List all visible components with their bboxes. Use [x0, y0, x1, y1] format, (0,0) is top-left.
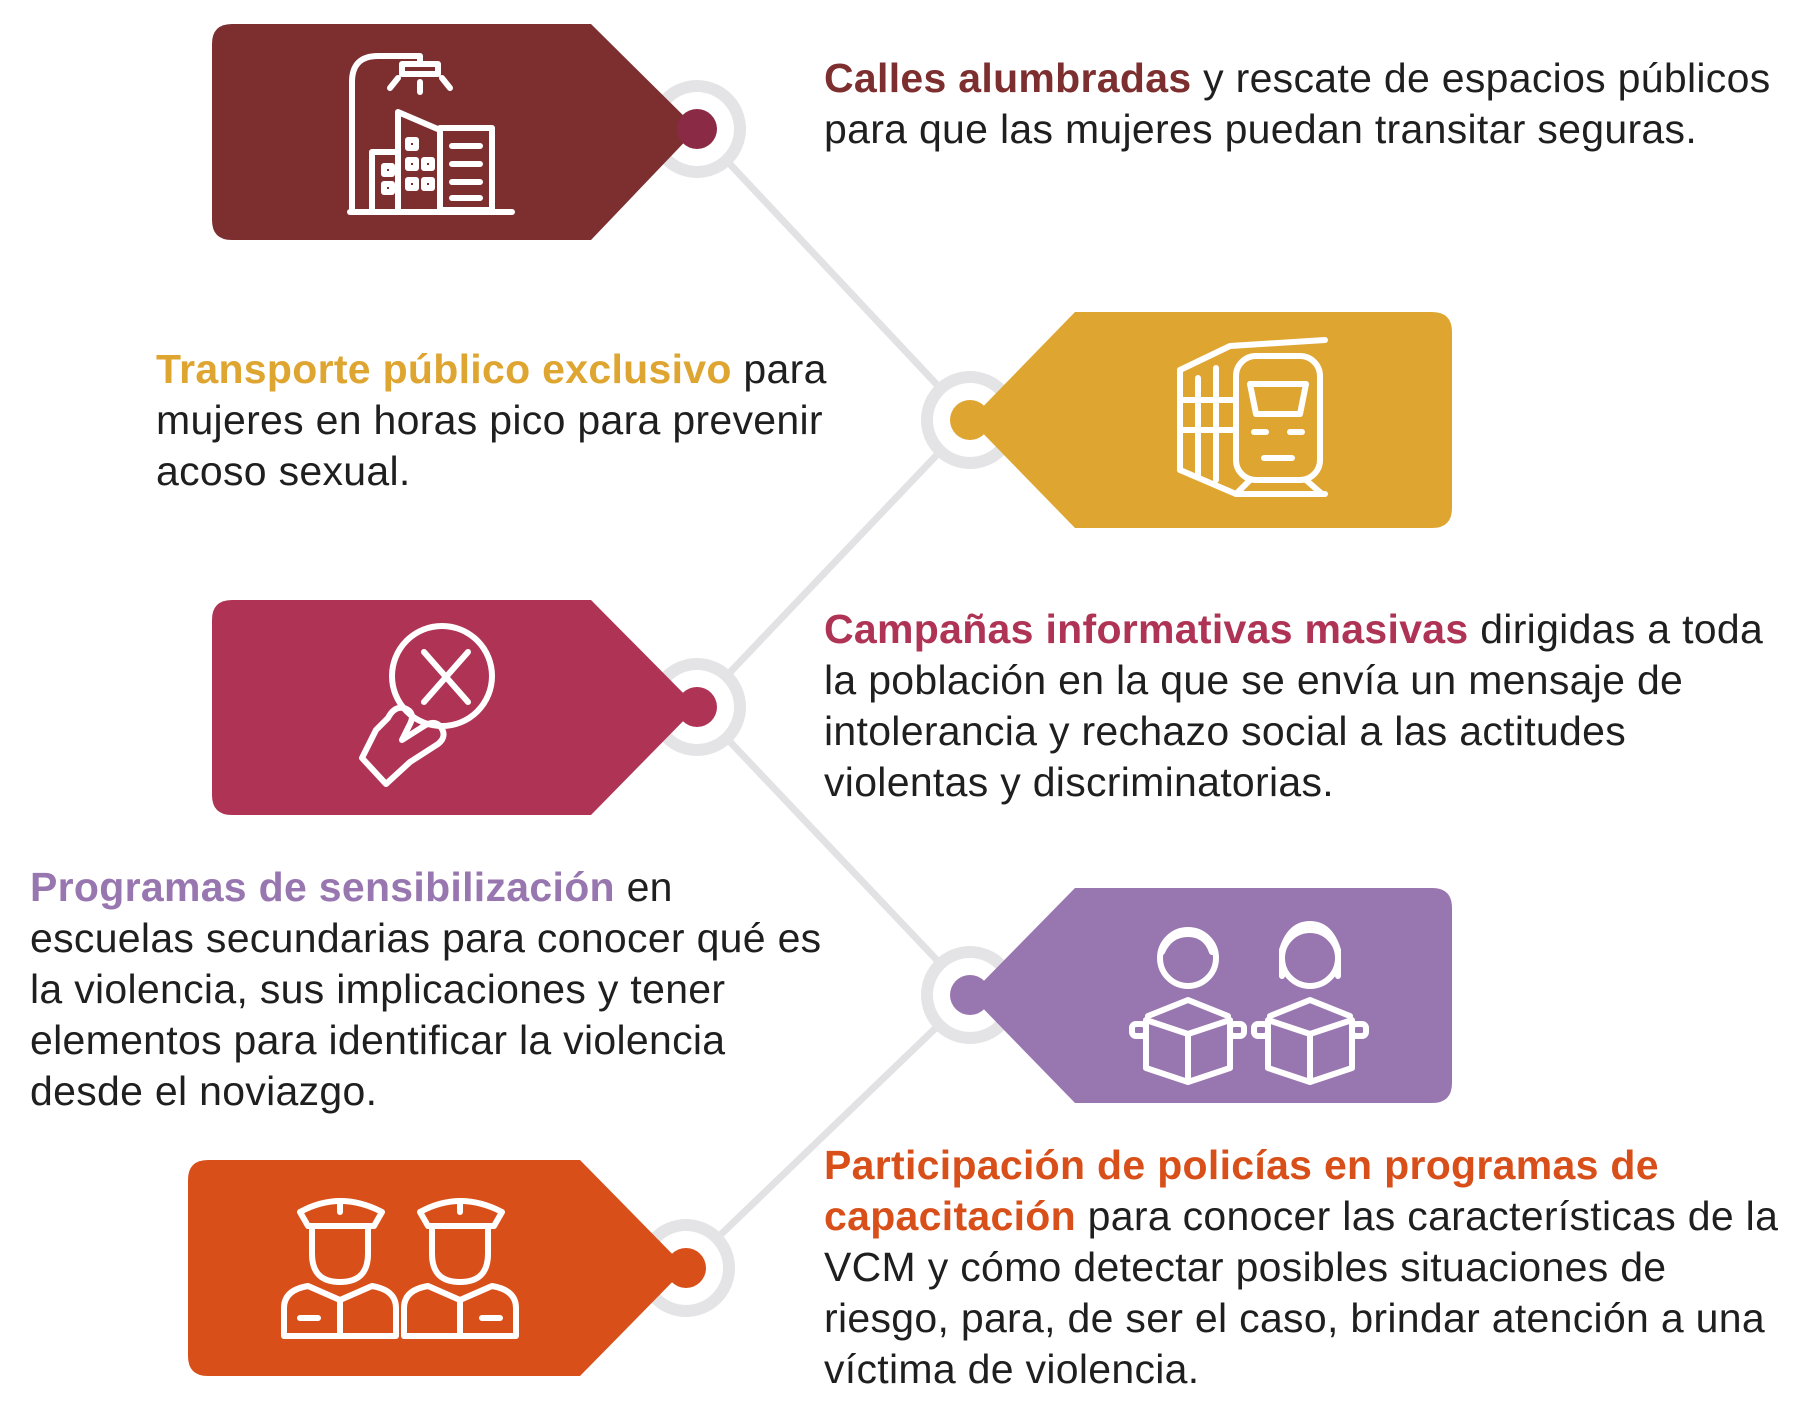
item-highlight-1: Calles alumbradas — [824, 55, 1192, 101]
node-dot-2 — [950, 400, 990, 440]
item-text-5: Participación de policías en programas d… — [824, 1140, 1784, 1395]
item-text-2: Transporte público exclusivo para mujere… — [156, 344, 876, 497]
item-description-5: para conocer las características de la V… — [824, 1193, 1779, 1392]
item-text-1: Calles alumbradas y rescate de espacios … — [824, 53, 1784, 155]
item-description-2: para mujeres en horas pico para prevenir… — [156, 346, 827, 494]
hand-press-cancel-icon — [359, 623, 495, 787]
item-description-4: en escuelas secundarias para conocer qué… — [30, 864, 822, 1114]
node-dot-1 — [677, 109, 717, 149]
node-dot-3 — [677, 687, 717, 727]
tag-shape-2 — [970, 312, 1452, 528]
police-officers-icon — [281, 1198, 519, 1339]
item-description-3: dirigidas a toda la población en la que … — [824, 606, 1764, 805]
students-reading-icon — [1129, 921, 1369, 1085]
item-highlight-2: Transporte público exclusivo — [156, 346, 732, 392]
item-text-3: Campañas informativas masivas dirigidas … — [824, 604, 1784, 808]
item-highlight-5: Participación de policías en programas d… — [824, 1142, 1659, 1239]
item-highlight-3: Campañas informativas masivas — [824, 606, 1469, 652]
tag-shape-1 — [212, 24, 697, 240]
node-dot-4 — [950, 975, 990, 1015]
tag-shape-3 — [212, 600, 697, 815]
item-description-1: y rescate de espacios públicos para que … — [824, 55, 1771, 152]
train-icon — [1177, 337, 1328, 497]
city-street-light-icon — [347, 53, 515, 215]
tag-shape-4 — [970, 888, 1452, 1103]
item-highlight-4: Programas de sensibilización — [30, 864, 615, 910]
item-text-4: Programas de sensibilización en escuelas… — [30, 862, 830, 1117]
node-dot-5 — [666, 1248, 706, 1288]
